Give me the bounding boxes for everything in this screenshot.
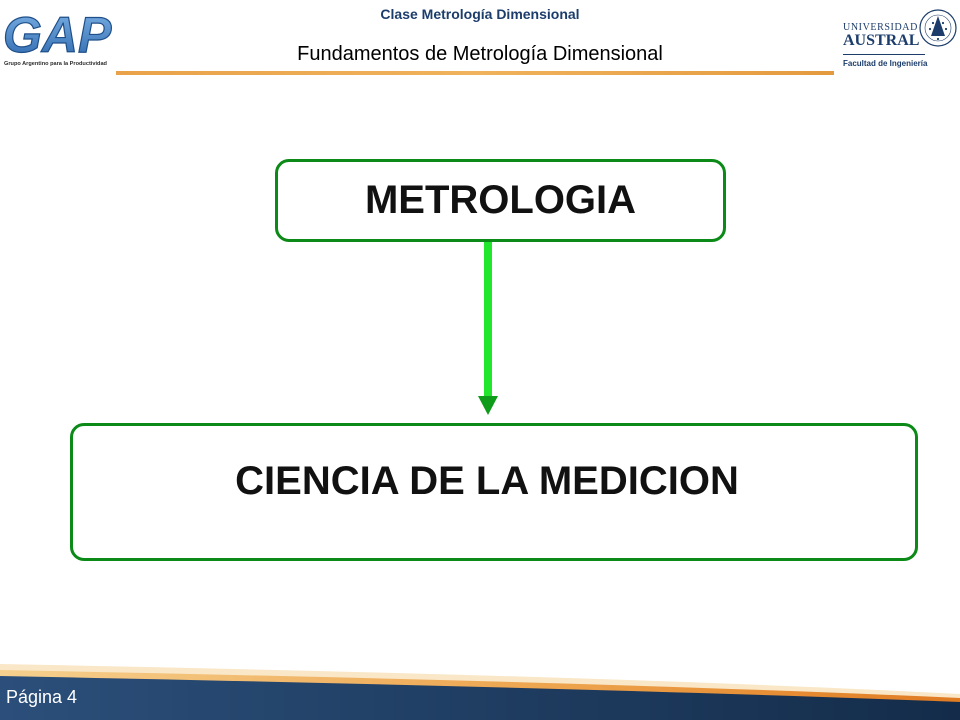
arrow-down-icon (478, 396, 498, 415)
metrologia-label: METROLOGIA (364, 178, 637, 222)
austral-faculty-line: Facultad de Ingeniería (843, 59, 928, 68)
footer-swoosh (0, 664, 960, 720)
austral-name-line: AUSTRAL (843, 32, 920, 49)
gap-wordmark: GAP (3, 7, 112, 63)
footer-band (0, 660, 960, 720)
connector-arrow-shaft (484, 242, 492, 400)
ciencia-medicion-label: CIENCIA DE LA MEDICION (235, 459, 739, 503)
gap-tagline: Grupo Argentino para la Productividad (4, 61, 108, 67)
gap-logo-graphic: GAP Grupo Argentino para la Productivida… (2, 6, 112, 67)
ciencia-medicion-box: CIENCIA DE LA MEDICION (70, 423, 918, 561)
austral-logo: UNIVERSIDAD AUSTRAL Facultad de Ingenier… (840, 4, 960, 76)
slide-subtitle: Fundamentos de Metrología Dimensional (297, 43, 663, 65)
metrologia-box: METROLOGIA (275, 159, 726, 242)
austral-divider (843, 54, 925, 55)
course-title: Clase Metrología Dimensional (380, 6, 580, 22)
austral-university-line: UNIVERSIDAD (843, 22, 918, 33)
austral-seal-icon (919, 9, 957, 47)
header-divider (116, 71, 834, 75)
gap-logo: GAP Grupo Argentino para la Productivida… (0, 0, 120, 74)
page-number: Página 4 (6, 687, 78, 707)
